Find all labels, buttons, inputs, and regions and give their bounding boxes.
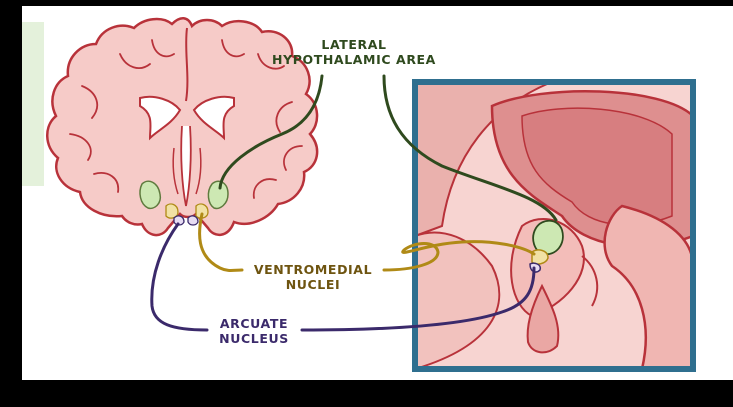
hypothalamus-diagram: LATERAL HYPOTHALAMIC AREA VENTROMEDIAL N… xyxy=(22,6,733,380)
label-line-2: NUCLEUS xyxy=(219,331,289,346)
label-line-1: LATERAL xyxy=(321,37,386,52)
label-line-1: VENTROMEDIAL xyxy=(254,262,372,277)
label-line-1: ARCUATE xyxy=(220,316,288,331)
lateral-hypothalamus-right xyxy=(208,181,228,208)
inset-lateral-hypothalamus xyxy=(533,221,563,254)
label-line-2: HYPOTHALAMIC AREA xyxy=(272,52,436,67)
label-line-2: NUCLEI xyxy=(286,277,341,292)
arcuate-right xyxy=(188,216,198,225)
label-ventromedial-nuclei: VENTROMEDIAL NUCLEI xyxy=(254,262,372,292)
sagittal-inset xyxy=(415,82,693,369)
label-lateral-hypothalamic-area: LATERAL HYPOTHALAMIC AREA xyxy=(272,37,436,67)
coronal-brain xyxy=(47,18,317,235)
lateral-hypothalamus-left xyxy=(140,181,160,208)
inset-ventromedial xyxy=(532,250,548,264)
diagram-canvas: LATERAL HYPOTHALAMIC AREA VENTROMEDIAL N… xyxy=(22,6,733,380)
label-arcuate-nucleus: ARCUATE NUCLEUS xyxy=(219,316,289,346)
